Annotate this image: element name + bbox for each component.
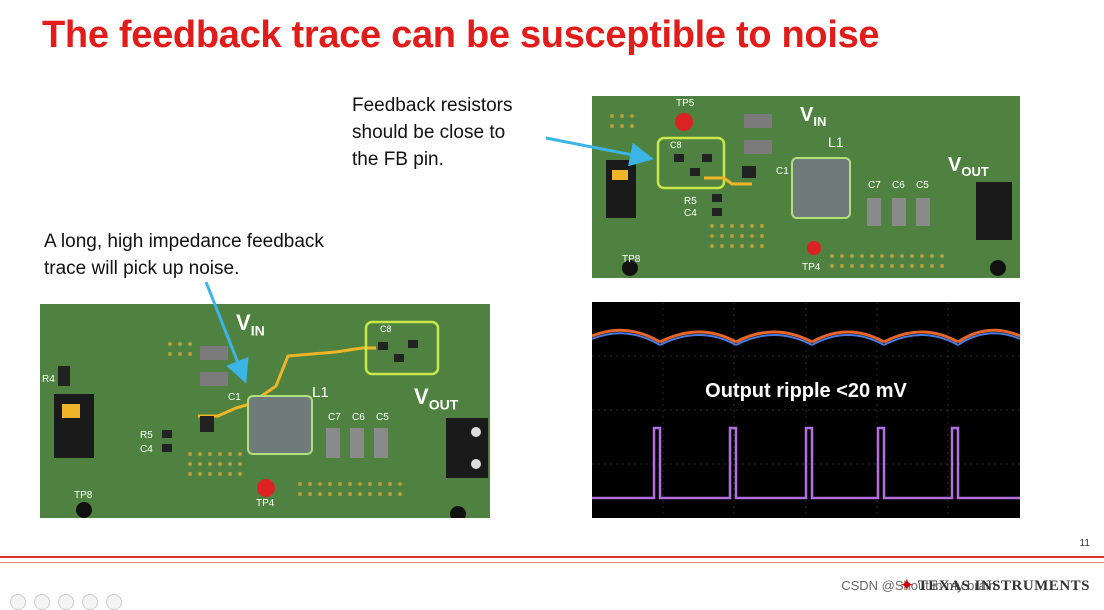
pcb-good-layout: VIN VOUT L1 TP5 TP4 TP8 C1 C7 C6 C5 R5 C…	[592, 96, 1020, 278]
pcb-bad-tp8-label: TP8	[74, 490, 93, 501]
callout-top-line3: the FB pin.	[352, 149, 444, 170]
pcb-bad-layout: VIN VOUT L1 TP4 TP8 C7 C6 C5 C1 R5 C4 R4…	[40, 304, 490, 518]
pcb-good-c1-label: C1	[776, 166, 789, 177]
footer-rule-thin	[0, 562, 1104, 563]
pcb-bad-c4-label: C4	[140, 444, 153, 455]
pcb-bad-vin-label: VIN	[236, 310, 265, 339]
callout-left-line2: trace will pick up noise.	[44, 258, 240, 279]
ti-logo-text: TEXAS INSTRUMENTS	[917, 578, 1090, 594]
pcb-good-c6-label: C6	[892, 180, 905, 191]
ti-logo-icon: ✦	[900, 578, 914, 594]
pcb-good-c7-label: C7	[868, 180, 881, 191]
csdn-watermark: CSDN @Shout in my brain	[841, 578, 996, 593]
page-number: 11	[1079, 538, 1090, 549]
callout-feedback-resistors: Feedback resistors should be close to th…	[352, 92, 513, 173]
pcb-good-tp4-label: TP4	[802, 262, 821, 273]
pcb-good-l1-label: L1	[828, 134, 844, 150]
ti-logo: ✦TEXAS INSTRUMENTS	[901, 576, 1090, 595]
pcb-bad-c1-label: C1	[228, 392, 241, 403]
pcb-bad-tp4-label: TP4	[256, 498, 275, 509]
pcb-bad-r5-label: R5	[140, 430, 153, 441]
callout-left-line1: A long, high impedance feedback	[44, 231, 324, 252]
pcb-good-vin-label: VIN	[800, 104, 827, 129]
pcb-good-layout-svg	[592, 96, 1020, 278]
pcb-good-c5-label: C5	[916, 180, 929, 191]
slide-title: The feedback trace can be susceptible to…	[42, 14, 880, 56]
scope-caption: Output ripple <20 mV	[705, 380, 907, 402]
viewer-edit-icon[interactable]	[34, 594, 50, 610]
scope-capture: Output ripple <20 mV	[592, 302, 1020, 518]
pcb-bad-vout-label: VOUT	[414, 384, 459, 413]
viewer-more-icon[interactable]	[106, 594, 122, 610]
pcb-good-c8-label: C8	[670, 140, 682, 150]
pcb-good-tp8-label: TP8	[622, 254, 641, 265]
callout-long-trace: A long, high impedance feedback trace wi…	[44, 228, 324, 282]
callout-top-line2: should be close to	[352, 122, 506, 143]
pcb-good-tp5-label: TP5	[676, 98, 695, 109]
pcb-bad-c7-label: C7	[328, 412, 341, 423]
pcb-bad-c6-label: C6	[352, 412, 365, 423]
footer-rule	[0, 556, 1104, 558]
viewer-prev-icon[interactable]	[10, 594, 26, 610]
viewer-grid-icon[interactable]	[58, 594, 74, 610]
pcb-bad-c5-label: C5	[376, 412, 389, 423]
pcb-bad-l1-label: L1	[312, 384, 329, 401]
pcb-good-vout-label: VOUT	[948, 154, 989, 179]
viewer-zoom-icon[interactable]	[82, 594, 98, 610]
pcb-bad-r4-label: R4	[42, 374, 55, 385]
pcb-bad-c8-label: C8	[380, 324, 392, 334]
scope-waveform-svg	[592, 302, 1020, 518]
callout-top-line1: Feedback resistors	[352, 95, 513, 116]
pcb-good-r5-label: R5	[684, 196, 697, 207]
pcb-good-c4-label: C4	[684, 208, 697, 219]
pcb-bad-layout-svg	[40, 304, 490, 518]
